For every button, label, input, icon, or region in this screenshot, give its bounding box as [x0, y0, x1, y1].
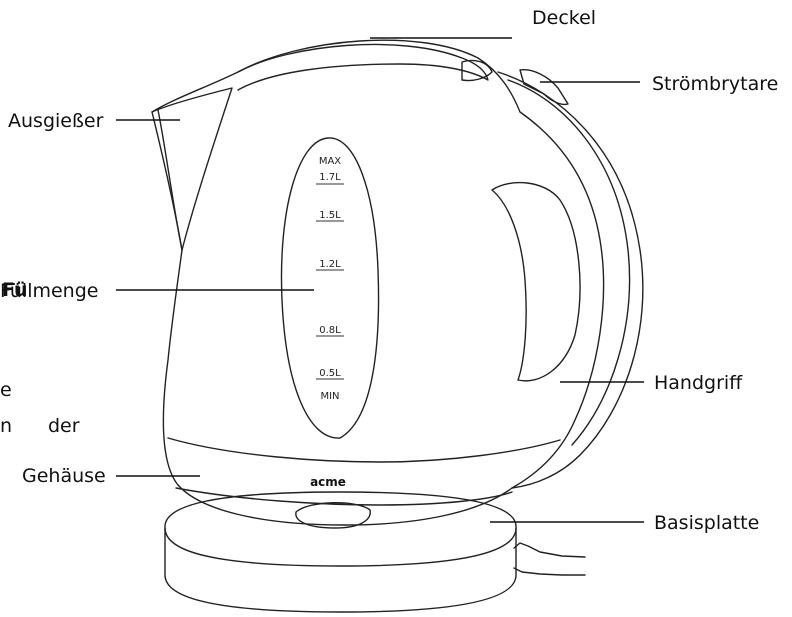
brand-logo: acme — [310, 475, 346, 489]
gauge-mark-0-8: 0.8L — [319, 325, 341, 336]
water-window — [280, 137, 380, 439]
housing-band-top — [167, 437, 561, 463]
base-plate — [164, 491, 517, 613]
label-base: Basisplatte — [654, 512, 759, 534]
label-fill-overlap: Fü — [2, 279, 28, 301]
lid-button — [461, 59, 493, 82]
spout — [151, 87, 233, 251]
label-housing: Gehäuse — [22, 465, 106, 487]
kettle-illustration — [151, 39, 644, 613]
label-lid: Deckel — [532, 7, 596, 29]
power-cord-lower — [513, 567, 586, 576]
handle-opening — [491, 181, 581, 382]
handle-outer — [497, 71, 644, 489]
label-switch: Strömbrytare — [652, 73, 778, 95]
handle-outer-2 — [507, 79, 631, 446]
gauge-mark-1-2: 1.2L — [319, 259, 341, 270]
text-fragment-3: der — [48, 415, 80, 437]
label-handle: Handgriff — [654, 372, 743, 394]
gauge-mark-0-5: 0.5L — [319, 368, 341, 379]
power-cord — [513, 542, 586, 558]
lid — [237, 43, 489, 91]
spout-edge — [157, 109, 183, 251]
label-fill: Füllmenge — [0, 280, 98, 302]
power-switch — [519, 69, 569, 106]
text-fragment-1: e — [0, 379, 12, 401]
housing-band-bottom — [175, 487, 513, 506]
text-fragment-2: n — [0, 415, 12, 437]
on-off-button — [295, 502, 371, 529]
gauge-max-label: MAX — [319, 156, 341, 167]
gauge-mark-1-5: 1.5L — [319, 210, 341, 221]
base-plate-rim — [164, 527, 517, 567]
gauge-min-label: MIN — [320, 391, 339, 402]
gauge-mark-1-7: 1.7L — [319, 172, 341, 183]
label-spout: Ausgießer — [8, 110, 104, 132]
